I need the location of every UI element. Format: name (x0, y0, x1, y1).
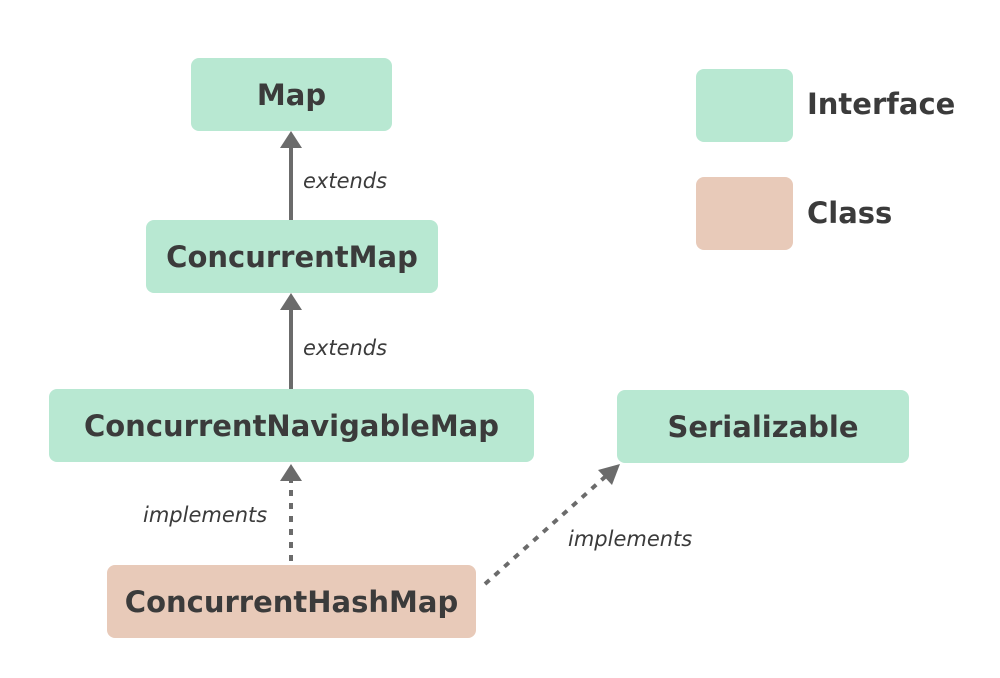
arrow-chm-implements-ser (483, 474, 608, 586)
node-map-label: Map (256, 77, 327, 112)
node-concurrent-hash-map-label: ConcurrentHashMap (124, 584, 459, 619)
edge-label-cnmap-extends-cmap: extends (303, 336, 388, 360)
edge-label-chm-implements-ser: implements (568, 527, 693, 551)
arrowhead-ser (598, 464, 620, 485)
node-concurrent-navigable-map: ConcurrentNavigableMap (49, 389, 534, 462)
legend-interface-swatch (696, 69, 793, 142)
node-concurrent-map-label: ConcurrentMap (166, 239, 418, 274)
legend-interface-label: Interface (807, 87, 956, 121)
arrowhead-cnmap (280, 464, 302, 481)
node-serializable: Serializable (617, 390, 909, 463)
edge-label-chm-implements-cnmap: implements (143, 503, 268, 527)
node-concurrent-map: ConcurrentMap (146, 220, 438, 293)
legend-class-label: Class (807, 196, 893, 230)
arrowhead-map (280, 131, 302, 148)
arrowhead-cmap (280, 293, 302, 310)
node-map: Map (191, 58, 392, 131)
node-concurrent-navigable-map-label: ConcurrentNavigableMap (83, 408, 500, 443)
edge-label-cmap-extends-map: extends (303, 169, 388, 193)
node-serializable-label: Serializable (667, 409, 859, 444)
legend-class-swatch (696, 177, 793, 250)
node-concurrent-hash-map: ConcurrentHashMap (107, 565, 476, 638)
